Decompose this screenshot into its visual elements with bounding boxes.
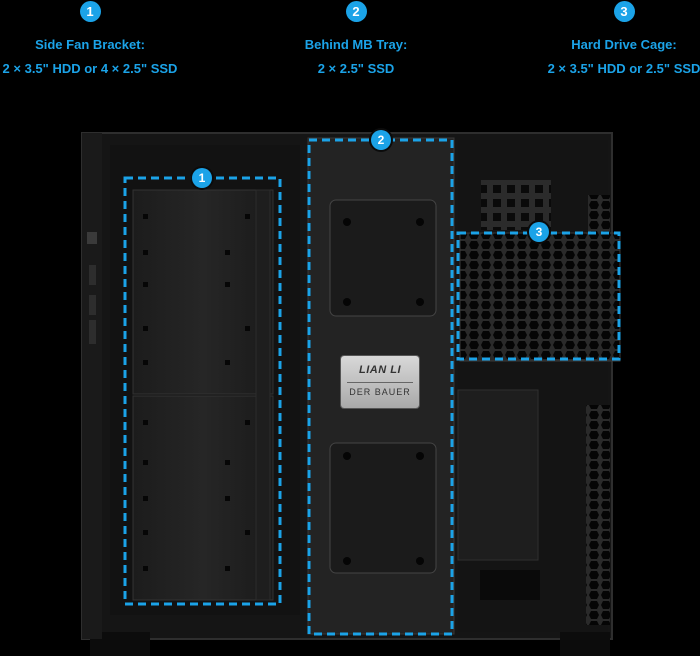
callout-number-badge: 2 <box>345 1 367 22</box>
marker-badge-1: 1 <box>192 168 212 188</box>
side-fan-bracket-drive-sled-upper <box>132 189 274 395</box>
io-port <box>89 320 96 344</box>
callout-description: 2 × 3.5" HDD or 4 × 2.5" SSD <box>2 61 178 76</box>
fan-block <box>481 180 551 230</box>
callout-number-badge: 3 <box>613 1 635 22</box>
callout-description: 2 × 2.5" SSD <box>317 61 395 76</box>
side-fan-bracket-drive-sled-lower <box>132 395 274 601</box>
nameplate-sub: DER BAUER <box>349 387 411 397</box>
highlight-side-fan-bracket <box>123 176 282 606</box>
bracket-rail <box>255 189 271 601</box>
marker-badge-2: 2 <box>371 130 391 150</box>
sled-mount-holes <box>143 214 250 571</box>
callout-title: Side Fan Bracket: <box>35 37 145 52</box>
nameplate-brand: LIAN LI <box>359 364 401 376</box>
callout-behind-mb-tray: 2 Behind MB Tray: 2 × 2.5" SSD <box>236 0 476 77</box>
callout-description: 2 × 3.5" HDD or 2.5" SSD <box>547 61 700 76</box>
io-port <box>89 265 96 285</box>
ssd-mount-plate-lower <box>329 442 437 574</box>
ssd-mount-holes <box>343 218 424 565</box>
marker-badge-3: 3 <box>529 222 549 242</box>
psu-cover <box>457 389 539 561</box>
callout-side-fan-bracket: 1 Side Fan Bracket: 2 × 3.5" HDD or 4 × … <box>0 0 210 77</box>
lian-li-nameplate: LIAN LI DER BAUER <box>341 356 419 408</box>
nameplate-divider <box>347 382 413 383</box>
case-left-strip <box>82 133 102 639</box>
callout-hard-drive-cage: 3 Hard Drive Cage: 2 × 3.5" HDD or 2.5" … <box>504 0 700 77</box>
ssd-mount-plate-upper <box>329 199 437 317</box>
callout-title: Hard Drive Cage: <box>571 37 677 52</box>
case-foot-right <box>560 632 610 656</box>
right-vent-lower <box>586 405 610 625</box>
psu-opening <box>480 570 540 600</box>
io-port <box>89 295 96 315</box>
right-vent-upper <box>588 195 610 355</box>
callout-title: Behind MB Tray: <box>304 37 408 52</box>
callout-number-badge: 1 <box>79 1 101 22</box>
io-port <box>87 232 97 244</box>
